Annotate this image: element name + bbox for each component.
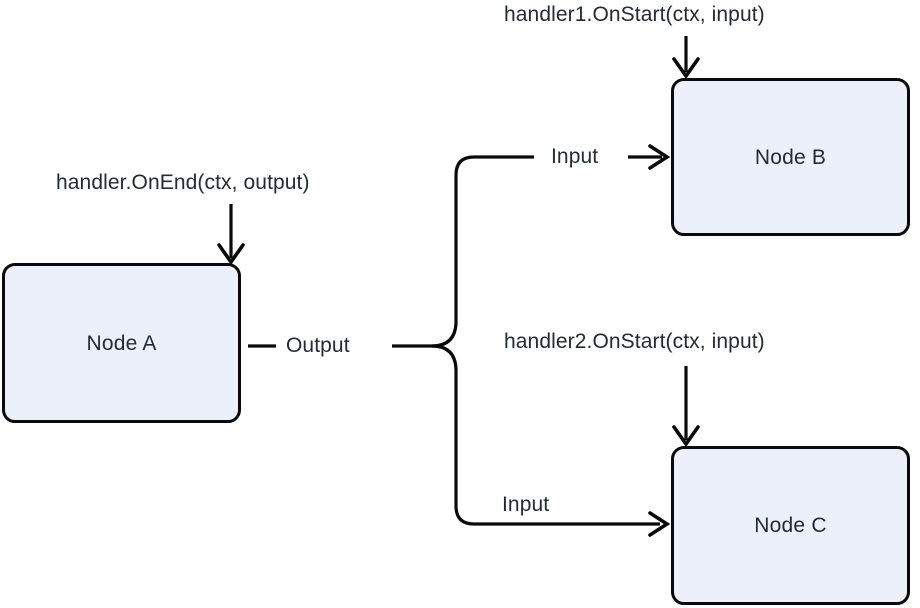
arrowhead-onend-into-node-a [217, 243, 245, 266]
edge-branch-lower [431, 344, 660, 526]
arrowhead-onstart2-into-node-c [672, 425, 700, 448]
annotation-handler-onend: handler.OnEnd(ctx, output) [56, 171, 310, 194]
node-c-box[interactable]: Node C [671, 446, 910, 605]
arrowhead-into-node-b [648, 144, 671, 170]
annotation-handler1-onstart: handler1.OnStart(ctx, input) [504, 3, 765, 26]
node-b-label: Node B [754, 145, 827, 169]
edge-label-output: Output [281, 335, 355, 356]
arrowhead-onstart1-into-node-b [672, 57, 700, 80]
node-a-label: Node A [86, 331, 157, 355]
node-a-box[interactable]: Node A [2, 263, 241, 423]
edge-label-input-node-b: Input [546, 146, 604, 167]
edge-label-input-node-c: Input [497, 494, 555, 515]
arrowhead-into-node-c [648, 511, 671, 537]
node-c-label: Node C [754, 514, 827, 537]
edge-branch-upper [431, 155, 534, 348]
annotation-handler2-onstart: handler2.OnStart(ctx, input) [504, 330, 765, 353]
node-b-box[interactable]: Node B [671, 78, 910, 236]
